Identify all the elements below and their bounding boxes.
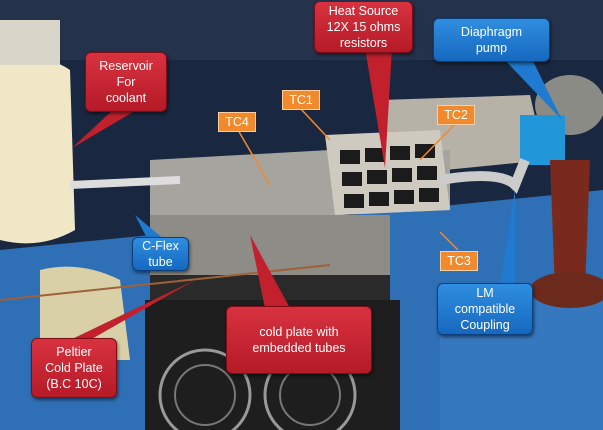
callout-line: LM xyxy=(476,286,494,300)
callout-line: Heat Source xyxy=(328,4,399,18)
callout-line: resistors xyxy=(339,36,388,50)
callout-line: Peltier xyxy=(56,345,92,359)
reservoir-callout: Reservoir For coolant xyxy=(85,52,167,112)
c-flex-callout: C-Flex tube xyxy=(132,237,189,271)
cold-plate-callout: cold plate with embedded tubes xyxy=(226,306,372,374)
peltier-callout: Peltier Cold Plate (B.C 10C) xyxy=(31,338,117,398)
callout-line: For xyxy=(116,75,136,89)
callout-line: Coupling xyxy=(460,318,510,332)
callout-line: 12X 15 ohms xyxy=(326,20,401,34)
callout-line: (B.C 10C) xyxy=(46,377,102,391)
callout-line: tube xyxy=(148,255,173,269)
heat-source-callout: Heat Source 12X 15 ohms resistors xyxy=(314,1,413,53)
fan-left xyxy=(158,348,252,430)
tc4-label: TC4 xyxy=(218,112,256,132)
callout-line: coolant xyxy=(105,91,147,105)
tc1-label: TC1 xyxy=(282,90,320,110)
diaphragm-pump-callout: Diaphragm pump xyxy=(433,18,550,62)
tc3-label: TC3 xyxy=(440,251,478,271)
callout-line: embedded tubes xyxy=(252,341,346,355)
coolant-reservoir xyxy=(0,56,75,244)
callout-line: C-Flex xyxy=(142,239,179,253)
lm-coupling-callout: LM compatible Coupling xyxy=(437,283,533,335)
callout-line: compatible xyxy=(454,302,516,316)
coupling xyxy=(550,160,590,290)
callout-line: Reservoir xyxy=(99,59,153,73)
peltier-cold-plate xyxy=(40,266,130,360)
callout-line: cold plate with xyxy=(259,325,339,339)
callout-line: Cold Plate xyxy=(45,361,103,375)
tc2-label: TC2 xyxy=(437,105,475,125)
callout-line: Diaphragm xyxy=(460,25,523,39)
callout-line: pump xyxy=(475,41,508,55)
